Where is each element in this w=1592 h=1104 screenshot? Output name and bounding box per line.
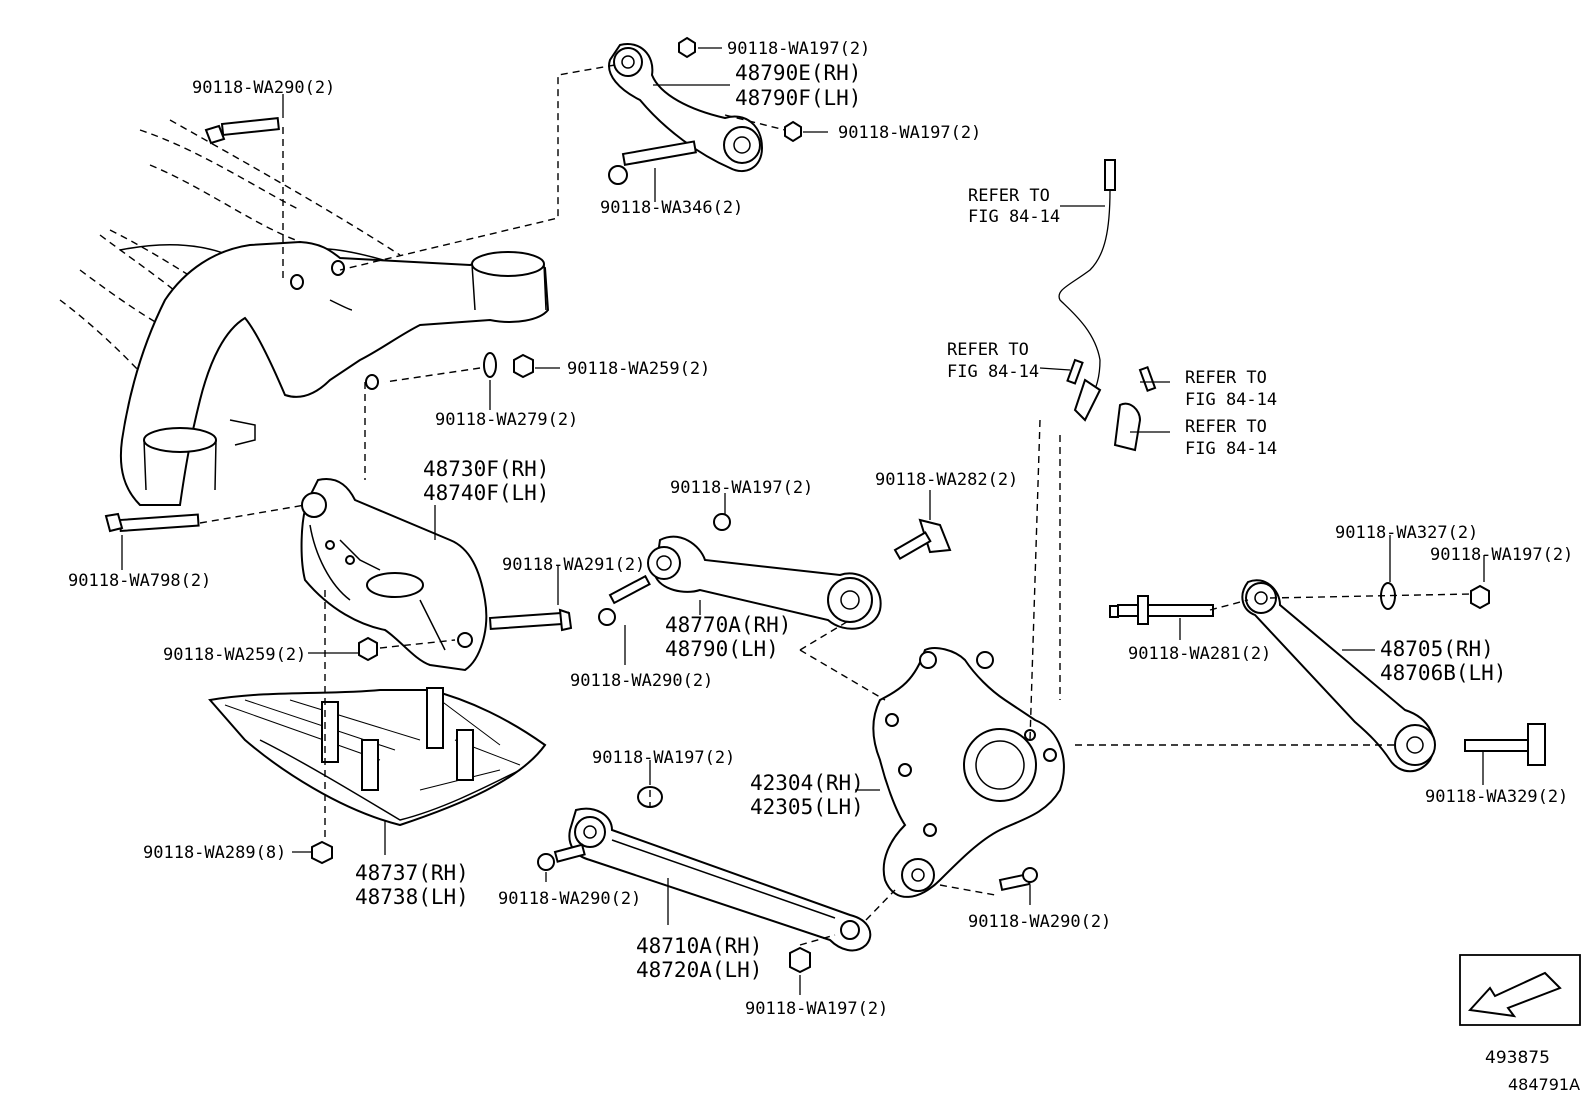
steering-knuckle <box>872 647 1065 898</box>
label-wa798: 90118-WA798(2) <box>68 571 211 591</box>
label-wa289: 90118-WA289(8) <box>143 843 286 863</box>
leader-lines <box>121 47 1485 995</box>
label-toe-arm-lh: 48790(LH) <box>665 637 779 661</box>
label-wa329: 90118-WA329(2) <box>1425 787 1568 807</box>
rear-subframe <box>59 119 550 506</box>
abs-sensor <box>1058 159 1157 452</box>
part-labels: 90118-WA197(2) 48790E(RH) 48790F(LH) 901… <box>68 39 1573 1019</box>
label-wa197-lower: 90118-WA197(2) <box>592 748 735 768</box>
label-wa259-left: 90118-WA259(2) <box>163 645 306 665</box>
front-direction-arrow-icon <box>1459 954 1581 1026</box>
label-bracket-rh: 48730F(RH) <box>423 457 549 481</box>
label-lower-arm-rh: 48710A(RH) <box>636 934 762 958</box>
label-wa197-top: 90118-WA197(2) <box>727 39 870 59</box>
label-wa281: 90118-WA281(2) <box>1128 644 1271 664</box>
label-wa197-mid: 90118-WA197(2) <box>670 478 813 498</box>
label-toe-arm-rh: 48770A(RH) <box>665 613 791 637</box>
label-refer4-b: FIG 84-14 <box>1185 439 1277 459</box>
label-wa327: 90118-WA327(2) <box>1335 523 1478 543</box>
label-knuckle-lh: 42305(LH) <box>750 795 864 819</box>
label-refer4-a: REFER TO <box>1185 417 1267 437</box>
label-refer3-b: FIG 84-14 <box>1185 390 1277 410</box>
bolt-wa798 <box>104 512 200 533</box>
label-refer3-a: REFER TO <box>1185 368 1267 388</box>
label-rear-arm-lh: 48706B(LH) <box>1380 661 1506 685</box>
bolt-wa290-top <box>204 117 280 145</box>
label-wa279: 90118-WA279(2) <box>435 410 578 430</box>
label-refer1-b: FIG 84-14 <box>968 207 1060 227</box>
label-knuckle-rh: 42304(RH) <box>750 771 864 795</box>
label-wa197-right: 90118-WA197(2) <box>1430 545 1573 565</box>
nut-wa259-left <box>358 608 573 662</box>
nut-wa259-mid <box>483 352 534 379</box>
support-bracket <box>300 478 488 672</box>
label-wa197-bottom: 90118-WA197(2) <box>745 999 888 1019</box>
label-refer2-a: REFER TO <box>947 340 1029 360</box>
label-upper-arm-lh: 48790F(LH) <box>735 86 861 110</box>
label-cover-rh: 48737(RH) <box>355 861 469 885</box>
label-wa290-mid: 90118-WA290(2) <box>570 671 713 691</box>
label-refer1-a: REFER TO <box>968 186 1050 206</box>
label-wa259-mid: 90118-WA259(2) <box>567 359 710 379</box>
rear-control-arm <box>1109 579 1546 773</box>
label-upper-arm-rh: 48790E(RH) <box>735 61 861 85</box>
lower-control-arm <box>537 786 872 974</box>
figure-code: 484791A <box>1508 1075 1580 1094</box>
label-wa291: 90118-WA291(2) <box>502 555 645 575</box>
label-refer2-b: FIG 84-14 <box>947 362 1039 382</box>
toe-control-arm <box>598 513 952 630</box>
label-rear-arm-rh: 48705(RH) <box>1380 637 1494 661</box>
label-wa197-upper-right: 90118-WA197(2) <box>838 123 981 143</box>
label-bracket-lh: 48740F(LH) <box>423 481 549 505</box>
assembly-guide-lines <box>199 64 1471 946</box>
upper-control-arm <box>608 36 802 185</box>
label-cover-lh: 48738(LH) <box>355 885 469 909</box>
label-wa346: 90118-WA346(2) <box>600 198 743 218</box>
label-wa290-top-left: 90118-WA290(2) <box>192 78 335 98</box>
label-wa282: 90118-WA282(2) <box>875 470 1018 490</box>
label-wa290-lower-right: 90118-WA290(2) <box>968 912 1111 932</box>
label-lower-arm-lh: 48720A(LH) <box>636 958 762 982</box>
reference-number: 493875 <box>1485 1048 1550 1068</box>
label-wa290-lower-left: 90118-WA290(2) <box>498 889 641 909</box>
under-cover <box>208 687 547 865</box>
